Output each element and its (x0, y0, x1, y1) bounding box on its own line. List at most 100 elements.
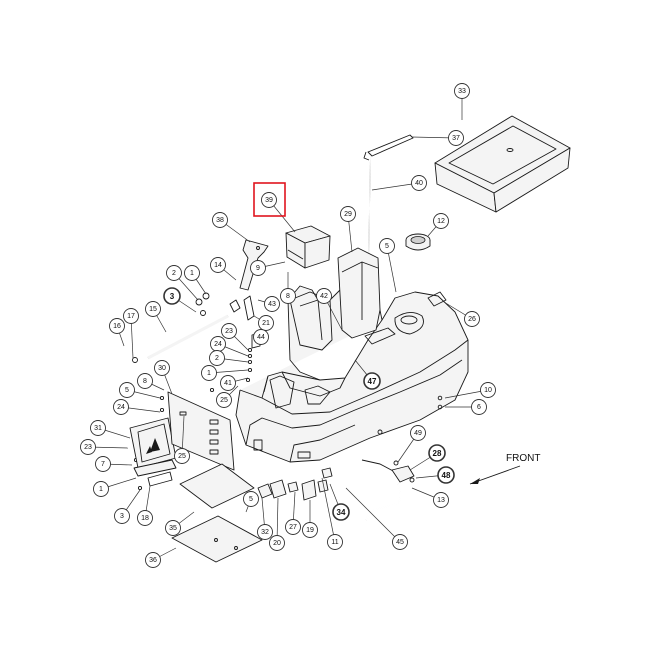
callout-label-17: 17 (127, 313, 135, 320)
callout-circle-24b (113, 399, 129, 415)
callout-36: 36 (145, 552, 161, 568)
callout-39: 39 (261, 192, 277, 208)
callout-2b: 2 (209, 350, 225, 366)
callout-circle-1a (184, 265, 200, 281)
callout-label-48: 48 (442, 471, 451, 480)
callout-circle-18 (137, 510, 153, 526)
callout-label-40: 40 (415, 180, 423, 187)
callout-6: 6 (471, 399, 487, 415)
front-arrow (469, 465, 521, 485)
callout-label-41: 41 (224, 380, 232, 387)
callout-16: 16 (109, 318, 125, 334)
callout-label-23b: 23 (84, 444, 92, 451)
callout-circle-29 (340, 206, 356, 222)
callout-circle-8 (280, 288, 296, 304)
callout-12: 12 (433, 213, 449, 229)
callout-38: 38 (212, 212, 228, 228)
callout-8b: 8 (137, 373, 153, 389)
callout-circle-49 (410, 425, 426, 441)
callout-48: 48 (437, 466, 455, 484)
callout-13: 13 (433, 492, 449, 508)
callout-circle-38 (212, 212, 228, 228)
callout-label-29: 29 (344, 211, 352, 218)
callout-label-11: 11 (331, 539, 338, 546)
side-plate-part (167, 391, 235, 471)
callout-5c: 5 (243, 491, 259, 507)
callout-label-36: 36 (149, 557, 157, 564)
machine-body-part (235, 247, 469, 463)
callout-circle-13 (433, 492, 449, 508)
callout-label-2a: 2 (172, 270, 176, 277)
callout-label-14: 14 (214, 262, 222, 269)
callout-41: 41 (220, 375, 236, 391)
callout-label-34: 34 (337, 508, 346, 517)
callout-1c: 1 (93, 481, 109, 497)
callout-label-27: 27 (289, 524, 297, 531)
callout-label-18: 18 (141, 515, 149, 522)
callout-31: 31 (90, 420, 106, 436)
callout-24b: 24 (113, 399, 129, 415)
callout-label-15: 15 (149, 306, 157, 313)
callout-label-26: 26 (468, 316, 476, 323)
callout-circle-7 (95, 456, 111, 472)
callout-24a: 24 (210, 336, 226, 352)
callout-40: 40 (411, 175, 427, 191)
callout-circle-39 (261, 192, 277, 208)
callout-circle-45 (392, 534, 408, 550)
highlight-box (253, 182, 286, 217)
callout-circle-9 (250, 260, 266, 276)
callout-circle-40 (411, 175, 427, 191)
callout-37: 37 (448, 130, 464, 146)
callout-label-38: 38 (216, 217, 224, 224)
callout-circle-20 (269, 535, 285, 551)
callout-1a: 1 (184, 265, 200, 281)
callout-label-25b: 25 (178, 453, 186, 460)
callout-circle-37 (448, 130, 464, 146)
callout-circle-3a (163, 287, 181, 305)
callout-1b: 1 (201, 365, 217, 381)
callout-28: 28 (428, 444, 446, 462)
callout-circle-44 (253, 329, 269, 345)
callout-5a: 5 (379, 238, 395, 254)
callout-label-5a: 5 (385, 243, 389, 250)
callout-circle-27 (285, 519, 301, 535)
callout-circle-43 (264, 296, 280, 312)
callout-label-24a: 24 (214, 341, 222, 348)
callout-circle-14 (210, 257, 226, 273)
callout-circle-12 (433, 213, 449, 229)
callout-label-12: 12 (437, 218, 445, 225)
hose-part (361, 459, 415, 521)
callout-label-5b: 5 (125, 387, 129, 394)
callout-label-24b: 24 (117, 404, 125, 411)
callout-label-30: 30 (158, 365, 166, 372)
callout-label-13: 13 (437, 497, 445, 504)
callout-33: 33 (454, 83, 470, 99)
callout-label-20: 20 (273, 540, 281, 547)
callout-label-10: 10 (484, 387, 492, 394)
callout-44: 44 (253, 329, 269, 345)
callout-label-3a: 3 (170, 292, 175, 301)
callout-circle-34 (332, 503, 350, 521)
callout-label-44: 44 (257, 334, 265, 341)
callout-circle-1c (93, 481, 109, 497)
callout-label-16: 16 (113, 323, 121, 330)
callout-circle-2a (166, 265, 182, 281)
callout-34: 34 (332, 503, 350, 521)
callout-circle-35 (165, 520, 181, 536)
callout-35: 35 (165, 520, 181, 536)
callout-label-39: 39 (265, 197, 273, 204)
callout-label-6: 6 (477, 404, 481, 411)
callout-circle-25a (216, 392, 232, 408)
callout-26: 26 (464, 311, 480, 327)
callout-label-43: 43 (268, 301, 276, 308)
callout-circle-6 (471, 399, 487, 415)
callout-circle-48 (437, 466, 455, 484)
callout-29: 29 (340, 206, 356, 222)
callout-23b: 23 (80, 439, 96, 455)
callout-label-35: 35 (169, 525, 177, 532)
callout-23a: 23 (221, 323, 237, 339)
callout-label-45: 45 (396, 539, 404, 546)
callout-42: 42 (316, 288, 332, 304)
callout-3b: 3 (114, 508, 130, 524)
